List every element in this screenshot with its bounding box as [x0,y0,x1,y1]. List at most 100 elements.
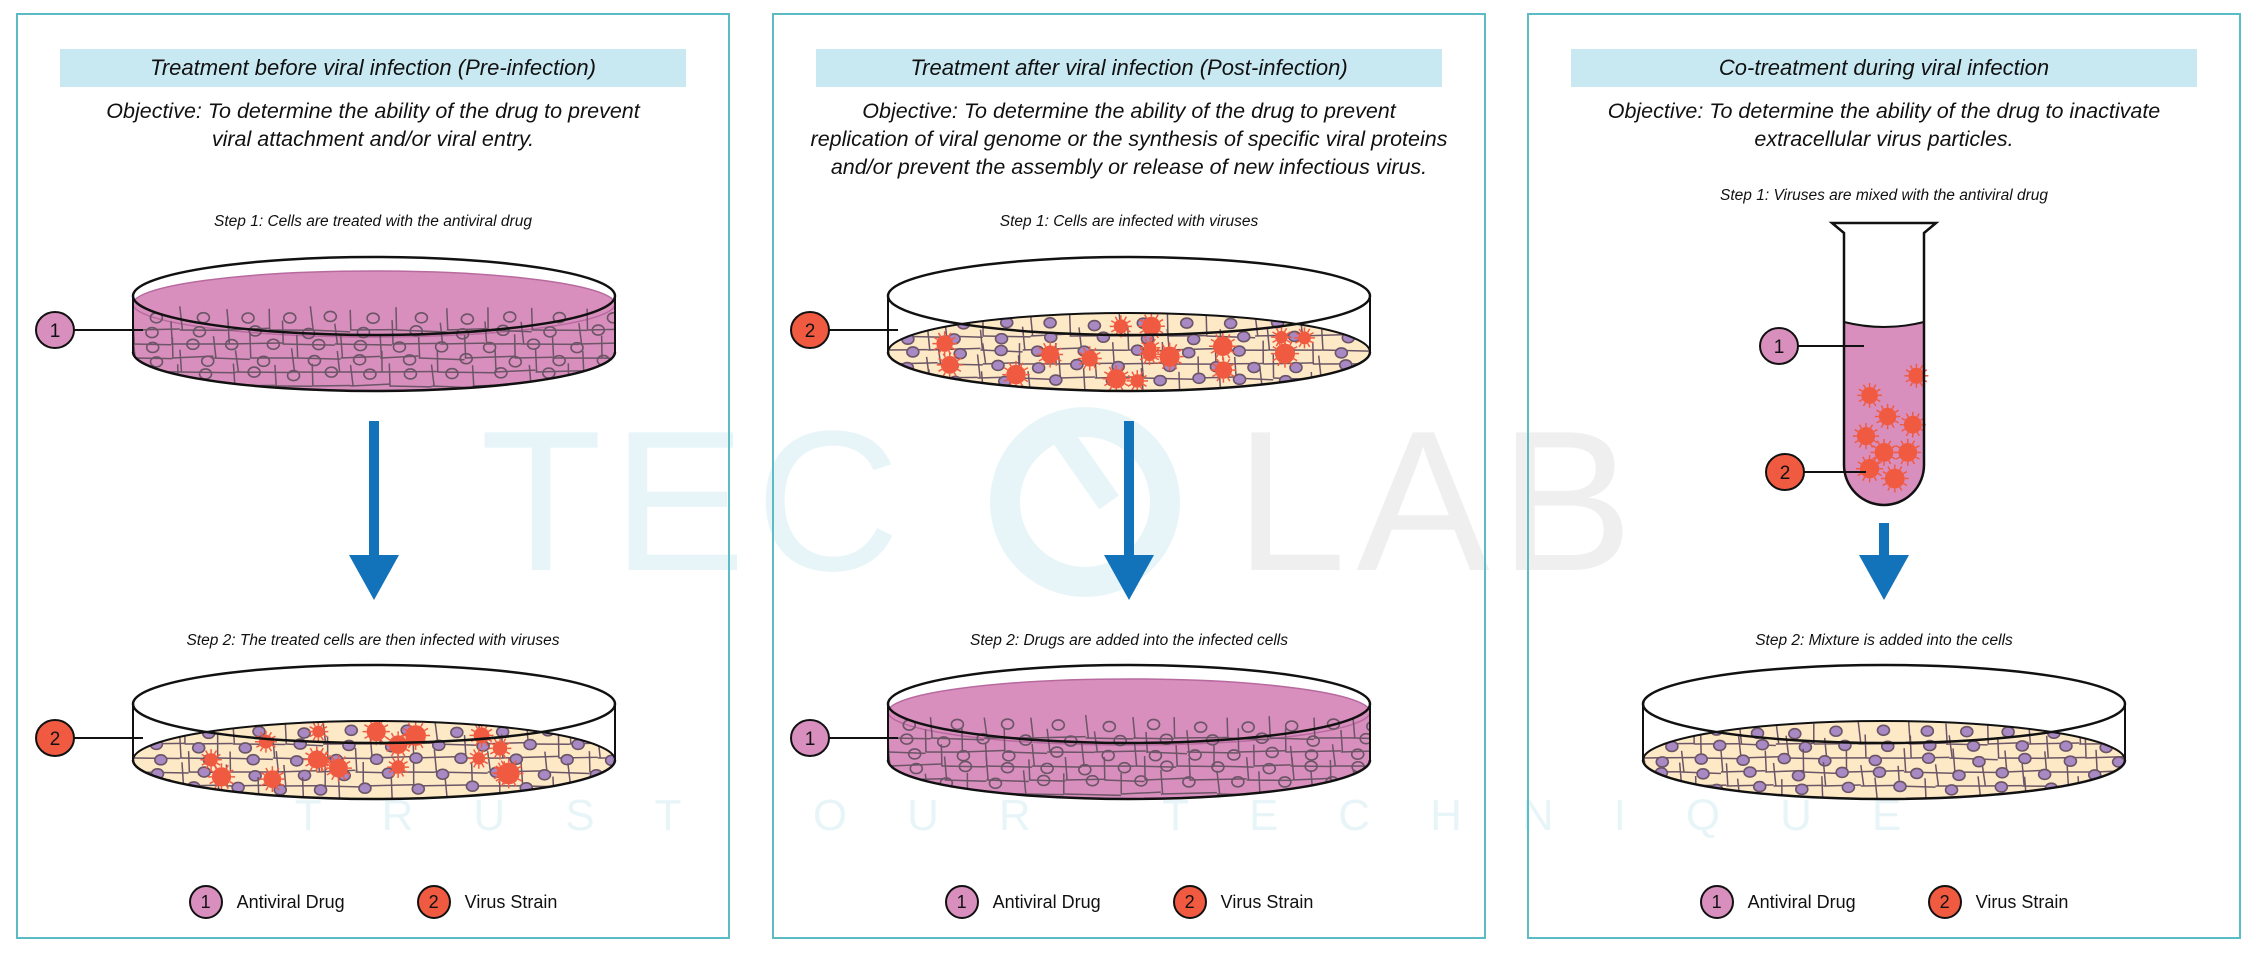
cell-wall [1186,751,1239,754]
cell-nucleus [1960,725,1974,738]
cell-wall [1822,762,1827,787]
cell-wall [1351,371,1354,391]
cell-wall [217,757,273,761]
panel-title: Treatment after viral infection (Post-in… [816,49,1442,87]
cell-wall [1031,743,1036,767]
cell-wall [888,763,942,767]
cell-nucleus [197,766,211,778]
cell-nucleus [1304,749,1319,761]
cell-wall [133,343,171,346]
cell-wall [290,348,296,373]
virus-particle [1904,363,1929,388]
petri-dish-step-2 [1641,663,2127,802]
cell-wall [1353,793,1370,796]
cell-monolayer [888,313,1370,393]
cell-wall [567,785,615,788]
cell-nucleus [909,316,923,329]
panel-objective: Objective: To determine the ability of t… [794,97,1464,181]
cell-wall [282,343,335,346]
cell-wall [303,800,339,801]
cell-nucleus [1952,769,1966,782]
cell-wall [1030,717,1034,739]
cell-wall [1132,737,1175,740]
callout-number: 1 [1774,337,1785,358]
cell-wall [1860,765,1865,787]
cell-wall [1643,765,1646,787]
cell-nucleus [311,338,326,351]
cell-wall [888,751,926,755]
cell-wall [1786,757,1825,760]
cell-nucleus [1655,756,1670,768]
cell-wall [1948,735,1953,759]
cell-nucleus [2063,755,2078,767]
cell-wall [1772,762,1777,787]
cell-wall [310,329,351,333]
cell-nucleus [1153,374,1167,387]
virus-particle [936,351,963,378]
cell-nucleus [1188,749,1202,761]
cell-wall [1084,714,1090,739]
cell-wall [1219,389,1261,391]
petri-dish-step-1: 1 [35,255,645,393]
cell-wall [1331,744,1337,767]
cell-nucleus [324,366,339,378]
cell-nucleus [1777,752,1792,765]
virus-particle [1870,439,1898,466]
cell-wall [1068,313,1072,337]
cell-nucleus [248,769,262,782]
cell-nucleus [1841,781,1856,794]
cell-nucleus [1835,766,1849,779]
legend-label: Virus Strain [1975,891,2069,912]
cell-nucleus [403,368,418,380]
cell-nucleus [633,368,645,378]
cell-wall [486,751,492,773]
virus-particle [207,763,236,791]
cell-nucleus [1829,725,1843,738]
cell-nucleus [1148,749,1163,762]
cell-wall [1352,737,1370,740]
cell-wall [232,363,236,387]
cell-nucleus [1278,776,1292,788]
cell-wall [1978,800,2025,802]
cell-nucleus [1085,774,1100,787]
cell-wall [986,779,1029,783]
cell-nucleus [344,724,359,737]
cell-nucleus [543,326,557,338]
objective-line: Objective: To determine the ability of t… [862,99,1396,123]
objective-line: replication of viral genome or the synth… [810,127,1448,151]
cell-wall [495,369,536,373]
cell-nucleus [1289,361,1303,374]
cell-wall [2004,769,2045,773]
cell-nucleus [906,346,920,358]
cell-wall [925,793,968,797]
cell-wall [1643,778,1646,799]
cell-wall [1064,756,1068,781]
cell-nucleus [297,769,312,782]
panel-title: Co-treatment during viral infection [1571,49,2197,87]
cell-wall [587,328,615,331]
cell-wall [1909,735,1912,759]
cell-nucleus [1051,719,1066,731]
cell-wall [1925,800,1978,801]
cell-nucleus [186,338,200,351]
cell-wall [2078,800,2127,801]
cell-wall [888,356,891,379]
callout-number: 2 [805,321,816,342]
arrow-head [349,555,399,600]
cell-wall [249,334,252,359]
cell-nucleus [1070,358,1084,371]
cell-nucleus [224,338,239,351]
cell-nucleus [246,753,260,766]
cell-nucleus [1265,746,1279,759]
cell-wall [1141,392,1179,393]
cell-nucleus [2001,726,2015,738]
callout-marker [790,719,830,757]
cell-wall [296,334,299,359]
cell-nucleus [1087,319,1102,332]
virus-particle [1880,464,1909,493]
panel-objective: Objective: To determine the ability of t… [38,97,708,153]
cell-wall [1720,770,1766,773]
dish-bottom-rim [886,759,1372,801]
cell-nucleus [508,356,523,368]
cell-wall [2118,742,2125,745]
